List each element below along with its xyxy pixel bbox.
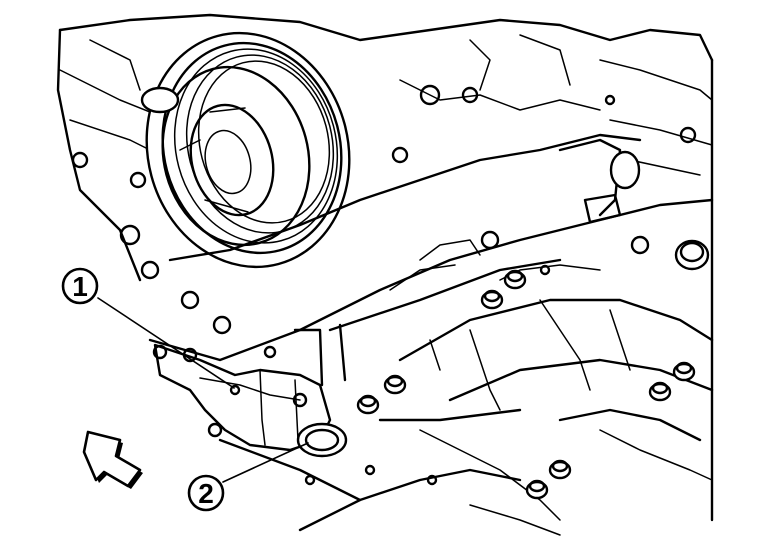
bolt	[356, 394, 380, 415]
bolt	[648, 381, 672, 402]
bolt	[140, 86, 180, 114]
bolt	[674, 239, 710, 271]
bolt	[383, 374, 407, 395]
oil-seal	[296, 422, 348, 458]
bolt	[525, 479, 549, 500]
bolt	[672, 361, 696, 382]
front-direction-arrow-icon	[82, 430, 143, 489]
bolt	[503, 269, 527, 290]
bolt	[548, 459, 572, 480]
callout-2-number: 2	[198, 478, 214, 509]
crank-pulley	[145, 31, 351, 269]
bolts	[140, 86, 710, 500]
callout-1-number: 1	[72, 271, 88, 302]
callout-2: 2	[187, 474, 225, 512]
bolt	[609, 150, 641, 190]
leader-lines	[97, 297, 309, 483]
callout-1: 1	[61, 267, 99, 305]
bolt	[480, 289, 504, 310]
crankcase-structure	[148, 133, 714, 536]
engine-block-outline	[56, 13, 714, 522]
